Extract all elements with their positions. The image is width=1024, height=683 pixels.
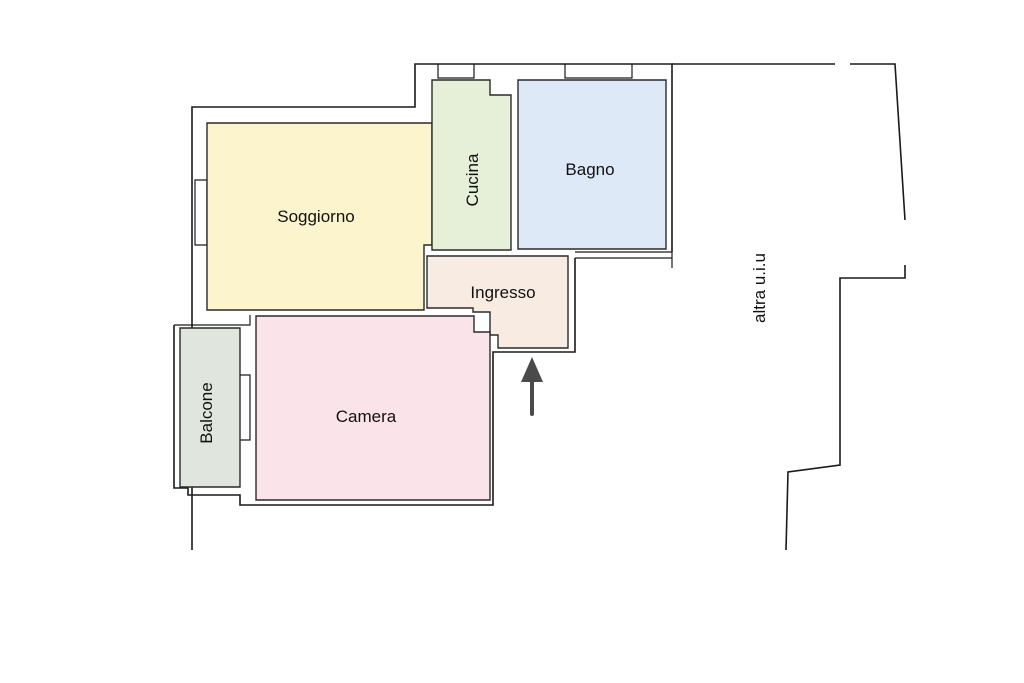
neighbor-unit-label: altra u.i.u xyxy=(750,253,769,323)
room-bagno-shape xyxy=(517,79,667,250)
room-soggiorno-label: Soggiorno xyxy=(277,207,355,226)
room-balcone-shape xyxy=(179,327,241,488)
room-camera-label: Camera xyxy=(336,407,397,426)
outer-walls xyxy=(173,63,906,551)
room-bagno: Bagno xyxy=(517,79,667,250)
room-soggiorno: Soggiorno xyxy=(206,122,433,311)
room-bagno-label: Bagno xyxy=(565,160,614,179)
room-cucina-label: Cucina xyxy=(463,153,482,206)
room-camera: Camera xyxy=(255,315,491,501)
entrance-arrow-icon xyxy=(521,357,543,416)
room-cucina-shape xyxy=(431,79,512,251)
room-balcone-label: Balcone xyxy=(197,382,216,443)
room-ingresso-label: Ingresso xyxy=(470,283,535,302)
room-cucina: Cucina xyxy=(431,79,512,251)
room-balcone: Balcone xyxy=(179,327,241,488)
room-camera-shape xyxy=(255,315,491,501)
